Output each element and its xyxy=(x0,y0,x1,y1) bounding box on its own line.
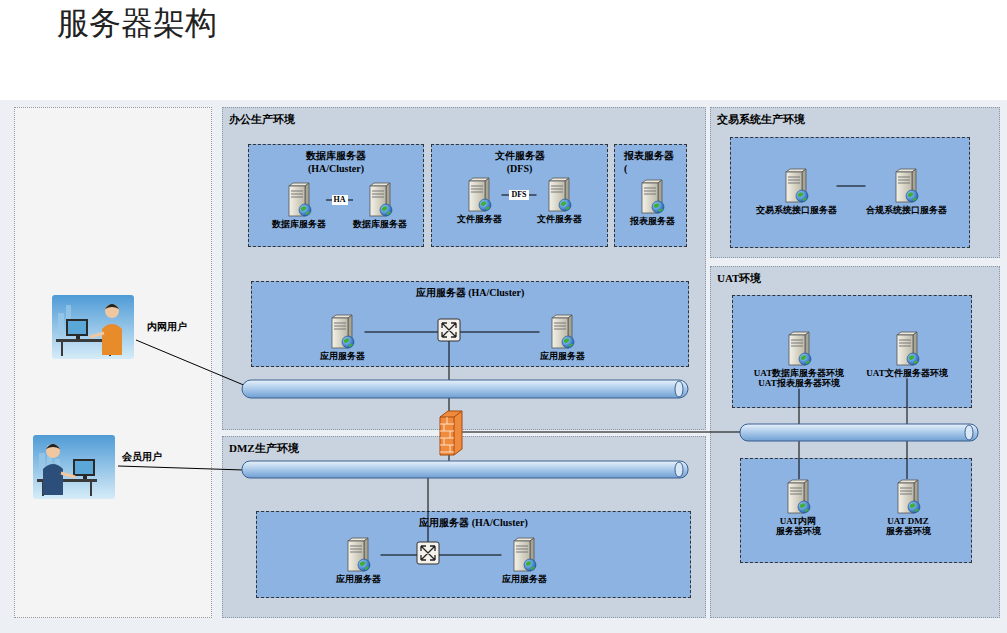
inner-dashed-box xyxy=(740,458,972,563)
group-title: 文件服务器 (DFS) xyxy=(485,150,555,175)
server-node: 数据库服务器 xyxy=(353,182,407,229)
server-label: 应用服务器 xyxy=(320,351,365,361)
server-icon xyxy=(546,177,572,213)
server-icon xyxy=(466,177,492,213)
server-icon xyxy=(785,479,811,515)
group-title: 报表服务器 ( xyxy=(624,150,678,175)
server-node: 应用服务器 xyxy=(502,537,547,584)
environment-region: 交易系统生产环境交易系统接口服务器 合规系统接口服务器 xyxy=(710,107,1000,258)
user-label: 内网用户 xyxy=(147,320,187,334)
server-label: 应用服务器 xyxy=(336,574,381,584)
user-label: 会员用户 xyxy=(122,450,162,464)
server-icon xyxy=(895,479,921,515)
server-icon xyxy=(783,168,809,204)
edge-label: DFS xyxy=(509,190,528,200)
server-label: UAT文件服务器环境 xyxy=(866,368,947,378)
server-label: 应用服务器 xyxy=(540,351,585,361)
server-icon xyxy=(549,314,575,350)
server-icon xyxy=(894,331,920,367)
user-node: 内网用户 xyxy=(52,295,189,359)
server-icon xyxy=(639,179,665,215)
server-icon xyxy=(345,537,371,573)
server-node: 应用服务器 xyxy=(336,537,381,584)
region-title: 办公生产环境 xyxy=(229,112,295,127)
server-label: 报表服务器 xyxy=(630,216,675,226)
server-label: UAT数据库服务器环境 UAT报表服务器环境 xyxy=(749,368,849,389)
server-node: 交易系统接口服务器 xyxy=(756,168,837,215)
server-node: 报表服务器 xyxy=(630,179,675,226)
server-node: 应用服务器 xyxy=(540,314,585,361)
server-label: 数据库服务器 xyxy=(272,219,326,229)
region-title: UAT环境 xyxy=(717,271,761,286)
server-icon xyxy=(286,182,312,218)
edge-label: HA xyxy=(332,195,348,205)
server-label: UAT内网 服务器环境 xyxy=(771,516,826,537)
group-title: 应用服务器 (HA/Cluster) xyxy=(419,517,529,530)
server-label: 文件服务器 xyxy=(457,214,502,224)
server-node: UAT数据库服务器环境 UAT报表服务器环境 xyxy=(749,331,849,389)
server-label: 文件服务器 xyxy=(537,214,582,224)
user-panel xyxy=(14,107,212,618)
region-title: DMZ生产环境 xyxy=(229,441,299,456)
server-node: 数据库服务器 xyxy=(272,182,326,229)
server-label: 交易系统接口服务器 xyxy=(756,205,837,215)
server-label: 合规系统接口服务器 xyxy=(866,205,947,215)
inner-dashed-box xyxy=(732,295,972,408)
server-label: 数据库服务器 xyxy=(353,219,407,229)
server-node: 文件服务器 xyxy=(457,177,502,224)
environment-region: UAT环境 UAT数据库服务器环境 UAT报表服务器环境 UAT文件服务器环境 UAT… xyxy=(710,266,1000,618)
server-node: UAT DMZ 服务器环境 xyxy=(881,479,936,537)
server-icon xyxy=(786,331,812,367)
server-group: 应用服务器 (HA/Cluster) 应用服务器 应用服务器 xyxy=(251,281,689,367)
region-title: 交易系统生产环境 xyxy=(717,112,805,127)
group-title: 应用服务器 (HA/Cluster) xyxy=(415,287,525,300)
server-node: 应用服务器 xyxy=(320,314,365,361)
server-label: UAT DMZ 服务器环境 xyxy=(881,516,936,537)
server-icon xyxy=(511,537,537,573)
group-title: 数据库服务器 (HA/Cluster) xyxy=(281,150,391,175)
server-icon xyxy=(329,314,355,350)
server-node: 文件服务器 xyxy=(537,177,582,224)
server-node: UAT内网 服务器环境 xyxy=(771,479,826,537)
server-label: 应用服务器 xyxy=(502,574,547,584)
connector-line xyxy=(837,186,866,187)
server-node: 合规系统接口服务器 xyxy=(866,168,947,215)
server-node: UAT文件服务器环境 xyxy=(866,331,947,378)
server-group: 报表服务器 ( 报表服务器 xyxy=(614,144,687,247)
connector-line xyxy=(381,555,502,556)
server-icon xyxy=(893,168,919,204)
server-icon xyxy=(367,182,393,218)
diagram-title: 服务器架构 xyxy=(57,2,217,46)
inner-dashed-box xyxy=(730,137,970,248)
